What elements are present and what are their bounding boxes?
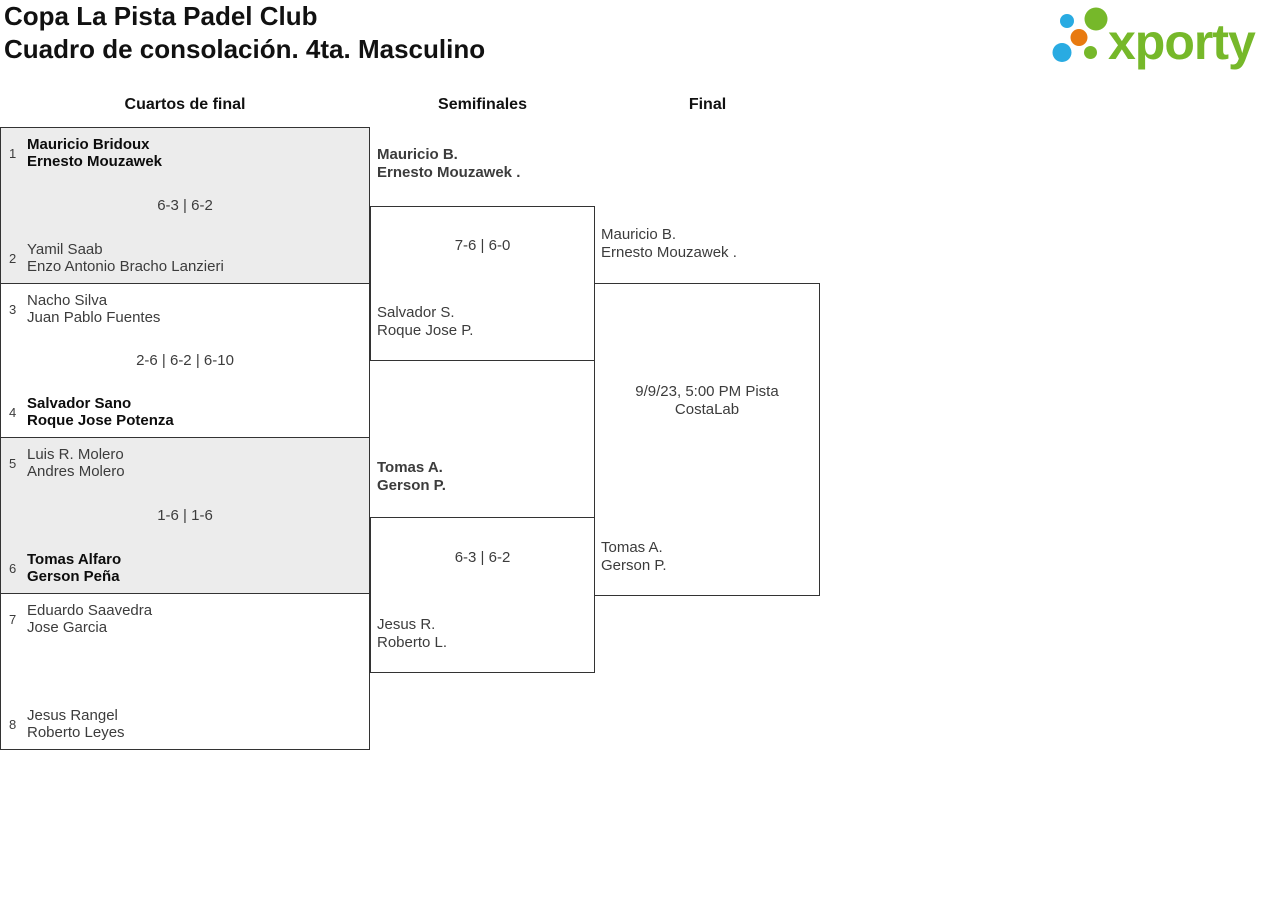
match-quarterfinal-1[interactable]: 1 Mauricio Bridoux Ernesto Mouzawek 6-3 … <box>0 127 370 284</box>
round-header-quarterfinals: Cuartos de final <box>124 96 246 113</box>
player-name: Tomas A. <box>377 459 443 476</box>
player-name: Roberto Leyes <box>27 724 125 741</box>
team-names: Salvador Sano Roque Jose Potenza <box>27 395 174 429</box>
player-name: Salvador Sano <box>27 395 132 412</box>
player-name: Ernesto Mouzawek . <box>601 244 737 261</box>
player-name: Ernesto Mouzawek . <box>377 164 521 181</box>
match-quarterfinal-2[interactable]: 3 Nacho Silva Juan Pablo Fuentes 2-6 | 6… <box>0 283 370 438</box>
player-name: Enzo Antonio Bracho Lanzieri <box>27 258 224 275</box>
team-names: Salvador S. Roque Jose P. <box>377 304 473 340</box>
team-row: 4 Salvador Sano Roque Jose Potenza <box>1 395 369 429</box>
team-names: Mauricio B. Ernesto Mouzawek . <box>601 226 737 262</box>
team-names: Luis R. Molero Andres Molero <box>27 446 125 480</box>
schedule-venue: CostaLab <box>674 401 740 418</box>
logo-wordmark: xporty <box>1108 14 1256 70</box>
match-score: 6-3 | 6-2 <box>454 549 511 566</box>
seed-number: 2 <box>9 250 17 266</box>
team-row: 2 Yamil Saab Enzo Antonio Bracho Lanzier… <box>1 241 369 275</box>
team-names: Jesus R. Roberto L. <box>377 616 447 652</box>
player-name: Gerson P. <box>601 557 667 574</box>
team-names: Eduardo Saavedra Jose Garcia <box>27 602 152 636</box>
player-name: Roberto L. <box>377 634 448 651</box>
player-name: Mauricio B. <box>601 226 677 243</box>
match-score: 2-6 | 6-2 | 6-10 <box>136 352 234 369</box>
seed-number: 3 <box>9 301 17 317</box>
player-name: Mauricio B. <box>377 146 458 163</box>
schedule-datetime: 9/9/23, 5:00 PM Pista <box>635 383 779 400</box>
team-names: Tomas Alfaro Gerson Peña <box>27 551 121 585</box>
player-name: Jose Garcia <box>27 619 108 636</box>
team-names: Yamil Saab Enzo Antonio Bracho Lanzieri <box>27 241 224 275</box>
match-final[interactable] <box>594 283 820 596</box>
logo-dots-icon <box>1052 7 1108 62</box>
final-schedule: 9/9/23, 5:00 PM Pista CostaLab <box>594 383 820 419</box>
player-name: Ernesto Mouzawek <box>27 153 163 170</box>
match-score: 7-6 | 6-0 <box>454 237 511 254</box>
player-name: Roque Jose P. <box>377 322 474 339</box>
team-names: Tomas A. Gerson P. <box>377 459 446 495</box>
player-name: Luis R. Molero <box>27 446 124 463</box>
team-row: 6 Tomas Alfaro Gerson Peña <box>1 551 369 585</box>
seed-number: 1 <box>9 145 17 161</box>
seed-number: 7 <box>9 611 17 627</box>
player-name: Andres Molero <box>27 463 125 480</box>
match-quarterfinal-3[interactable]: 5 Luis R. Molero Andres Molero 1-6 | 1-6… <box>0 437 370 594</box>
player-name: Juan Pablo Fuentes <box>27 309 161 326</box>
player-name: Yamil Saab <box>27 241 103 258</box>
team-names: Tomas A. Gerson P. <box>601 539 667 575</box>
player-name: Nacho Silva <box>27 292 108 309</box>
team-row: 1 Mauricio Bridoux Ernesto Mouzawek <box>1 136 369 170</box>
team-names: Jesus Rangel Roberto Leyes <box>27 707 125 741</box>
team-names: Mauricio B. Ernesto Mouzawek . <box>377 146 520 182</box>
tournament-name: Copa La Pista Padel Club <box>4 1 318 31</box>
player-name: Mauricio Bridoux <box>27 136 150 153</box>
player-name: Eduardo Saavedra <box>27 602 153 619</box>
seed-number: 4 <box>9 404 17 420</box>
player-name: Tomas A. <box>601 539 663 556</box>
xporty-logo: xporty <box>1052 7 1257 70</box>
player-name: Jesus Rangel <box>27 707 118 724</box>
team-row: 8 Jesus Rangel Roberto Leyes <box>1 707 369 741</box>
round-header-semifinals: Semifinales <box>438 96 527 113</box>
player-name: Gerson P. <box>377 477 446 494</box>
player-name: Salvador S. <box>377 304 455 321</box>
player-name: Roque Jose Potenza <box>27 412 174 429</box>
team-names: Nacho Silva Juan Pablo Fuentes <box>27 292 160 326</box>
player-name: Jesus R. <box>377 616 436 633</box>
team-row: 3 Nacho Silva Juan Pablo Fuentes <box>1 292 369 326</box>
page-title: Copa La Pista Padel Club Cuadro de conso… <box>4 0 485 66</box>
match-score: 6-3 | 6-2 <box>157 197 213 214</box>
match-quarterfinal-4[interactable]: 7 Eduardo Saavedra Jose Garcia 8 Jesus R… <box>0 593 370 750</box>
seed-number: 6 <box>9 560 17 576</box>
team-row: 7 Eduardo Saavedra Jose Garcia <box>1 602 369 636</box>
team-row: 5 Luis R. Molero Andres Molero <box>1 446 369 480</box>
team-names: Mauricio Bridoux Ernesto Mouzawek <box>27 136 162 170</box>
player-name: Tomas Alfaro <box>27 551 122 568</box>
seed-number: 8 <box>9 716 17 732</box>
player-name: Gerson Peña <box>27 568 120 585</box>
round-header-final: Final <box>688 96 727 113</box>
bracket-subtitle: Cuadro de consolación. 4ta. Masculino <box>4 34 486 64</box>
seed-number: 5 <box>9 455 17 471</box>
match-score: 1-6 | 1-6 <box>157 507 213 524</box>
